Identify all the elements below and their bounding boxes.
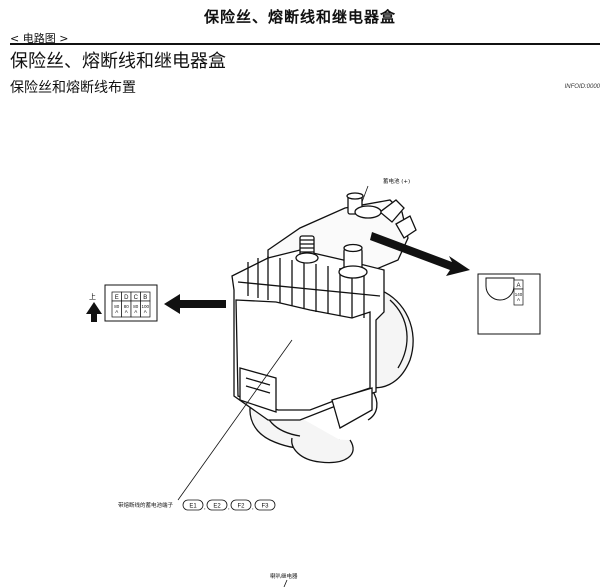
terminal-code: E2 <box>213 504 221 510</box>
fuse-letter: B <box>143 295 147 301</box>
terminal-code: E1 <box>189 504 197 510</box>
horn-relay-leader-line <box>283 579 288 587</box>
terminal-code: F3 <box>261 504 269 510</box>
battery-leader-line <box>361 185 369 203</box>
fuse-letter: D <box>124 295 129 301</box>
terminal-separator: , <box>204 505 206 511</box>
fuse-letter: E <box>115 295 119 301</box>
terminal-label: 带熔断线的蓄电池端子 <box>118 501 174 509</box>
sub-title: 保险丝和熔断线布置 <box>10 80 136 96</box>
fuse-cell-rating <box>140 300 151 318</box>
battery-posts <box>295 192 382 279</box>
header-rule <box>10 43 600 45</box>
terminal-code-pill <box>254 499 276 511</box>
terminal-code-pill <box>230 499 252 511</box>
terminal-code: F2 <box>237 504 245 510</box>
terminal-code-pill <box>206 499 228 511</box>
battery-label: 蓄电池 (+) <box>383 177 410 185</box>
horn-relay-label: 喇叭继电器 <box>270 572 298 580</box>
section-title: 保险丝、熔断线和继电器盒 <box>10 51 226 72</box>
terminal-code-pill <box>182 499 204 511</box>
fuse-right-letter: A <box>516 283 520 289</box>
terminal-separator: , <box>228 505 230 511</box>
terminal-leader-line <box>177 339 293 501</box>
terminal-separator: , <box>252 505 254 511</box>
terminal-codes: E1, E2, F2, F3 <box>182 499 276 511</box>
arrow-left-icon <box>164 294 226 314</box>
up-arrow-icon <box>86 302 102 322</box>
up-label: 上 <box>89 292 96 301</box>
fuse-letter: C <box>134 295 139 301</box>
arrow-right-icon <box>370 232 470 276</box>
page-title: 保险丝、熔断线和继电器盒 <box>203 8 396 26</box>
info-id: INFOID:0000 <box>564 84 600 90</box>
breadcrumb[interactable]: < 电路图 > <box>10 32 69 45</box>
